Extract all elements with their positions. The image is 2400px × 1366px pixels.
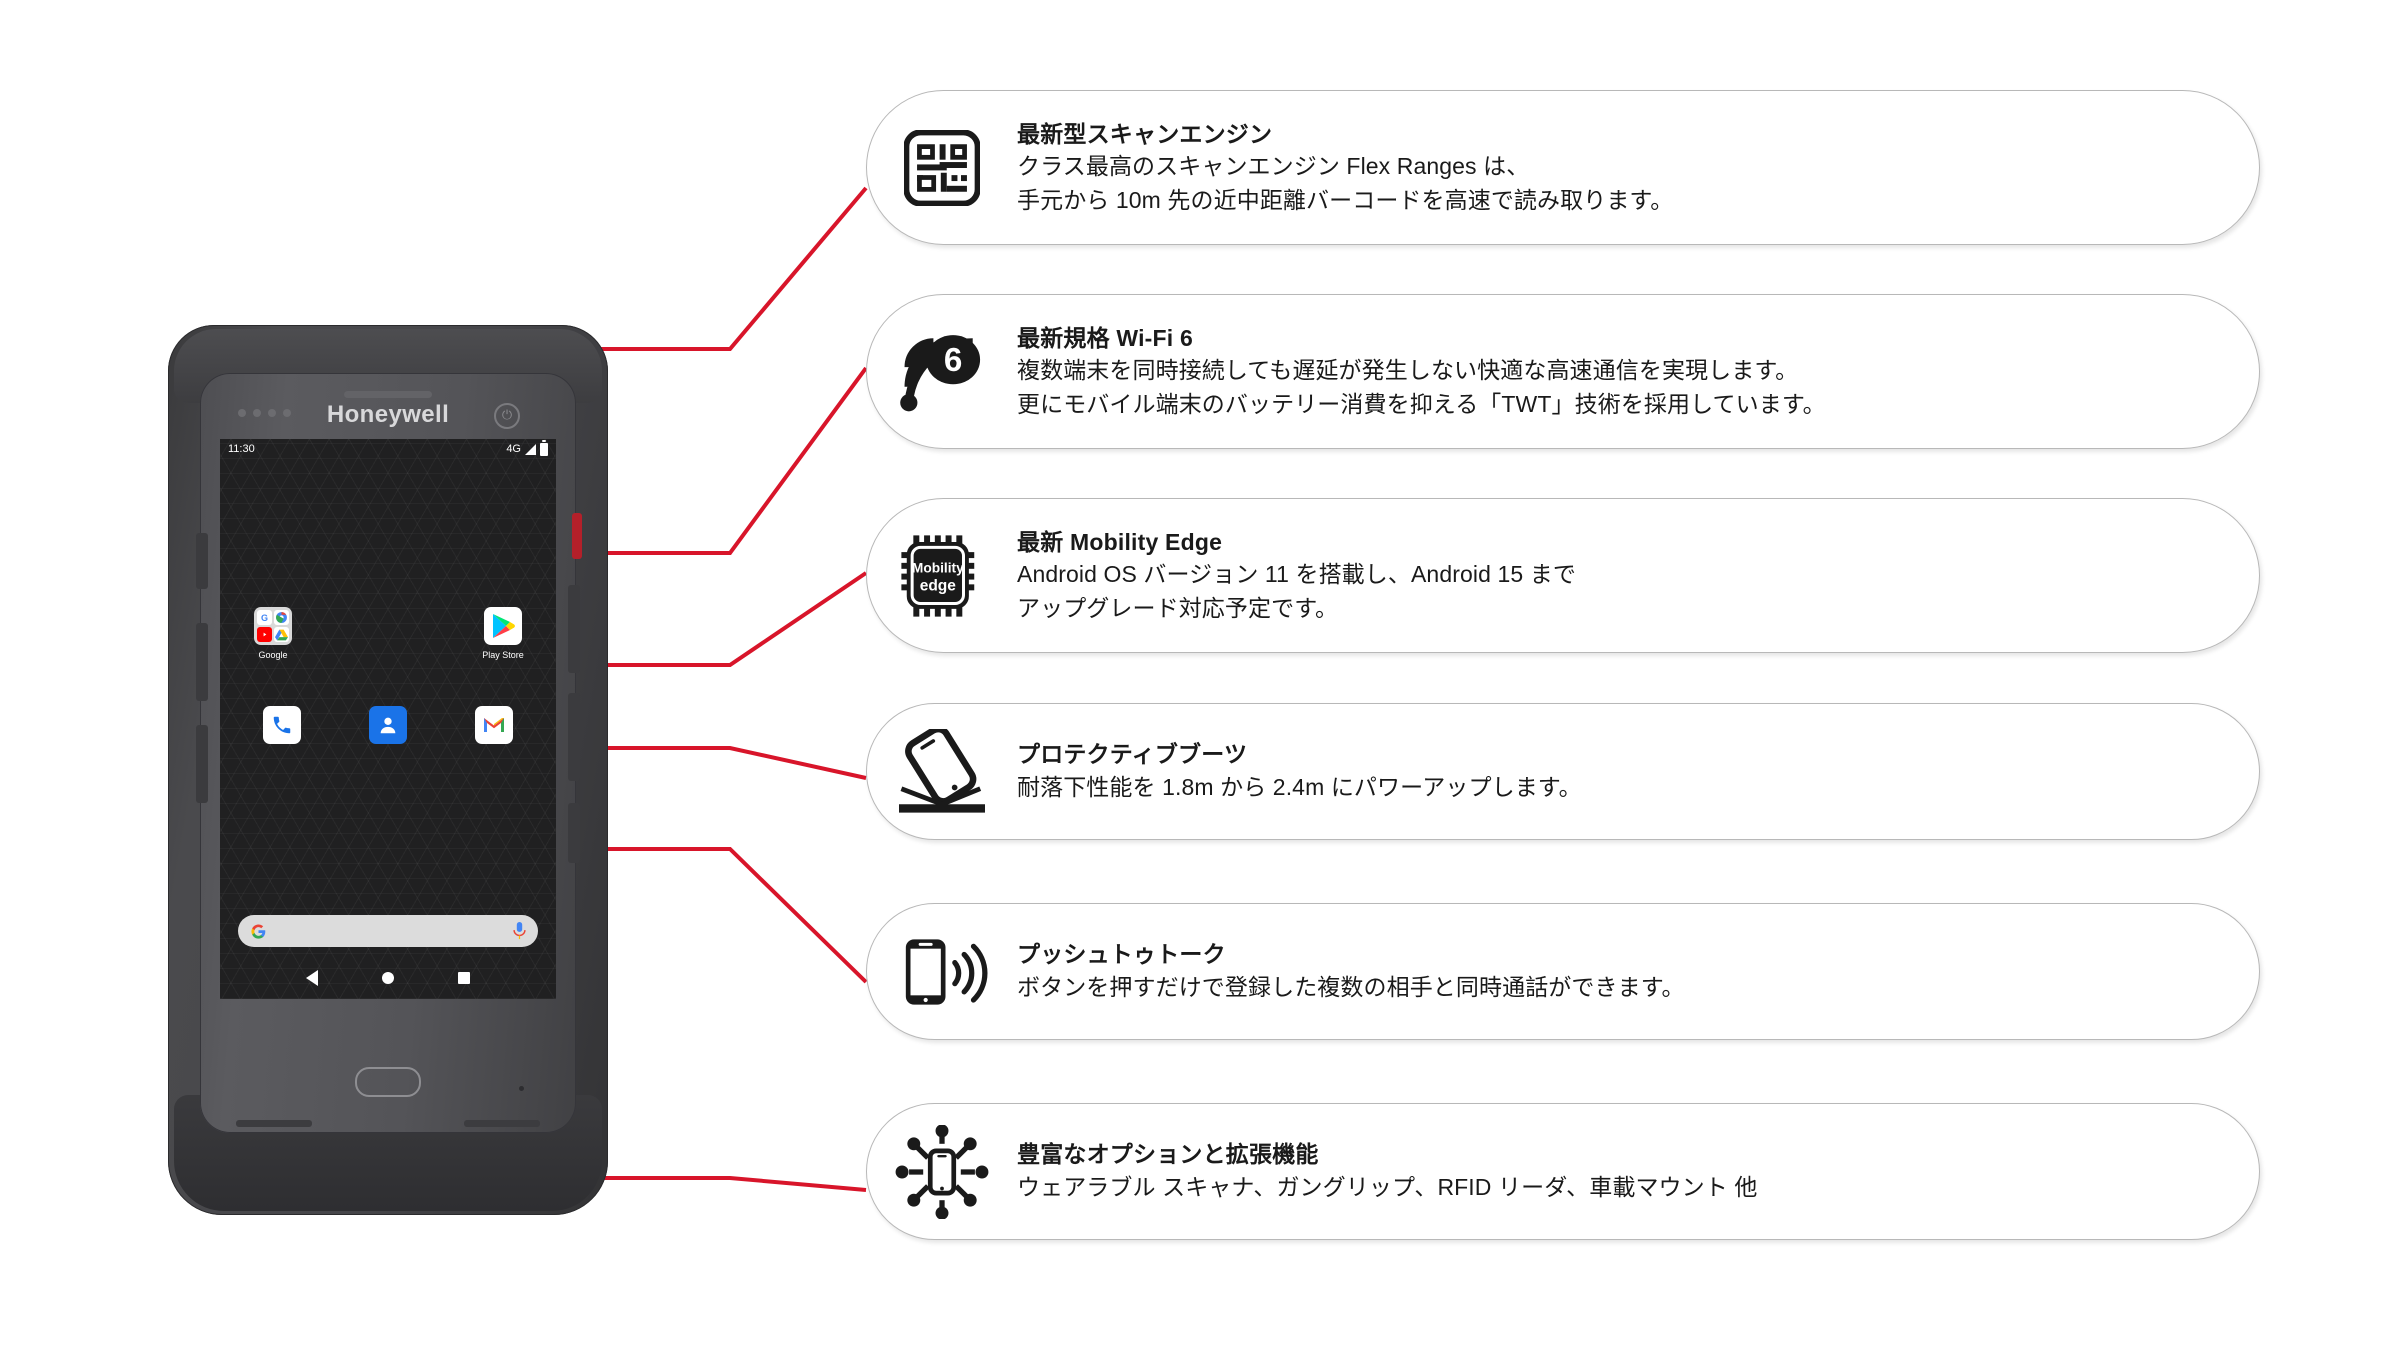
left-scan-button[interactable]	[196, 623, 208, 701]
physical-home-key[interactable]	[355, 1067, 421, 1097]
google-folder-icon: G	[254, 607, 292, 645]
feature-text: 最新 Mobility Edge Android OS バージョン 11 を搭載…	[1017, 526, 2259, 626]
accessories-network-icon	[867, 1124, 1017, 1219]
feature-line: 手元から 10m 先の近中距離バーコードを高速で読み取ります。	[1017, 186, 1674, 213]
recents-square-icon[interactable]	[458, 972, 470, 984]
right-button-3[interactable]	[568, 803, 580, 863]
app-play-store[interactable]: Play Store	[472, 607, 534, 660]
battery-icon	[540, 439, 548, 456]
feature-line: アップグレード対応予定です。	[1017, 594, 1339, 621]
google-g-icon	[251, 924, 266, 939]
feature-card-mobility-edge[interactable]: Mobility edge 最新 Mobility Edge Android O…	[866, 498, 2260, 653]
honeywell-rugged-device: Honeywell ⏻ 11:30 4G	[168, 325, 608, 1215]
app-label: Play Store	[482, 650, 524, 660]
microphone-hole	[519, 1086, 524, 1091]
feature-title: 豊富なオプションと拡張機能	[1017, 1141, 1319, 1168]
right-button-1[interactable]	[568, 585, 580, 673]
feature-text: 豊富なオプションと拡張機能 ウェアラブル スキャナ、ガングリップ、RFID リー…	[1017, 1138, 2259, 1204]
feature-text: 最新型スキャンエンジン クラス最高のスキャンエンジン Flex Ranges は…	[1017, 118, 2259, 218]
feature-line: 複数端末を同時接続しても遅延が発生しない快適な高速通信を実現します。	[1017, 357, 1799, 384]
push-to-talk-icon	[867, 930, 1017, 1014]
front-sensors	[238, 409, 291, 417]
device-screen[interactable]: 11:30 4G G	[220, 439, 556, 999]
qr-barcode-icon	[867, 129, 1017, 206]
earpiece-speaker	[344, 391, 432, 398]
app-row-top: G Google	[242, 607, 534, 660]
feature-text: 最新規格 Wi-Fi 6 複数端末を同時接続しても遅延が発生しない快適な高速通信…	[1017, 322, 2259, 422]
signal-strength-icon	[525, 443, 536, 455]
gmail-icon[interactable]	[475, 706, 513, 744]
feature-line: ウェアラブル スキャナ、ガングリップ、RFID リーダ、車載マウント 他	[1017, 1174, 1758, 1201]
feature-text: プロテクティブブーツ 耐落下性能を 1.8m から 2.4m にパワーアップしま…	[1017, 738, 2259, 804]
wifi-6-icon: 6	[867, 332, 1017, 412]
bottom-speaker-left	[236, 1120, 312, 1127]
play-store-icon	[484, 607, 522, 645]
app-google-folder[interactable]: G Google	[242, 607, 304, 660]
feature-line: 更にモバイル端末のバッテリー消費を抑える「TWT」技術を採用しています。	[1017, 390, 1826, 417]
feature-text: プッシュトゥトーク ボタンを押すだけで登録した複数の相手と同時通話ができます。	[1017, 938, 2259, 1004]
feature-line: Android OS バージョン 11 を搭載し、Android 15 まで	[1017, 561, 1576, 588]
contacts-icon[interactable]	[369, 706, 407, 744]
feature-line: ボタンを押すだけで登録した複数の相手と同時通話ができます。	[1017, 974, 1685, 1001]
feature-card-options-expansion[interactable]: 豊富なオプションと拡張機能 ウェアラブル スキャナ、ガングリップ、RFID リー…	[866, 1103, 2260, 1240]
android-nav-bar	[220, 963, 556, 993]
connector-path-5	[566, 847, 868, 984]
svg-text:edge: edge	[920, 577, 957, 594]
device-body: Honeywell ⏻ 11:30 4G	[196, 373, 582, 1133]
feature-title: 最新規格 Wi-Fi 6	[1017, 324, 1193, 351]
google-search-bar[interactable]	[238, 915, 538, 947]
feature-title: 最新型スキャンエンジン	[1017, 120, 1273, 147]
svg-text:6: 6	[944, 341, 962, 378]
power-button-icon[interactable]: ⏻	[494, 403, 520, 429]
connector-path-4	[572, 746, 867, 780]
bottom-speaker-right	[464, 1120, 540, 1127]
feature-title: プロテクティブブーツ	[1017, 741, 1248, 768]
home-screen-apps: G Google	[220, 607, 556, 744]
mobility-edge-chip-icon: Mobility edge	[867, 533, 1017, 619]
feature-line: 耐落下性能を 1.8m から 2.4m にパワーアップします。	[1017, 774, 1582, 801]
feature-card-wifi6[interactable]: 6 最新規格 Wi-Fi 6 複数端末を同時接続しても遅延が発生しない快適な高速…	[866, 294, 2260, 449]
left-button-3[interactable]	[196, 725, 208, 803]
svg-text:Mobility: Mobility	[912, 560, 964, 575]
right-button-2[interactable]	[568, 693, 580, 781]
feature-card-push-to-talk[interactable]: プッシュトゥトーク ボタンを押すだけで登録した複数の相手と同時通話ができます。	[866, 903, 2260, 1040]
home-circle-icon[interactable]	[382, 972, 394, 984]
feature-card-scan-engine[interactable]: 最新型スキャンエンジン クラス最高のスキャンエンジン Flex Ranges は…	[866, 90, 2260, 245]
feature-title: 最新 Mobility Edge	[1017, 528, 1223, 555]
back-triangle-icon[interactable]	[306, 970, 318, 986]
phone-icon[interactable]	[263, 706, 301, 744]
microphone-icon	[513, 922, 526, 940]
status-network: 4G	[506, 443, 521, 455]
app-row-middle	[242, 706, 534, 744]
feature-title: プッシュトゥトーク	[1017, 941, 1226, 968]
app-label: Google	[258, 650, 288, 660]
feature-card-protective-boot[interactable]: プロテクティブブーツ 耐落下性能を 1.8m から 2.4m にパワーアップしま…	[866, 703, 2260, 840]
left-button-1[interactable]	[196, 533, 208, 589]
android-status-bar: 11:30 4G	[220, 439, 556, 459]
connector-path-2	[572, 366, 868, 555]
device-brand-logo: Honeywell	[326, 401, 450, 428]
drop-test-icon	[867, 728, 1017, 815]
status-time: 11:30	[228, 443, 255, 455]
feature-line: クラス最高のスキャンエンジン Flex Ranges は、	[1017, 153, 1530, 180]
right-red-button[interactable]	[572, 513, 582, 559]
